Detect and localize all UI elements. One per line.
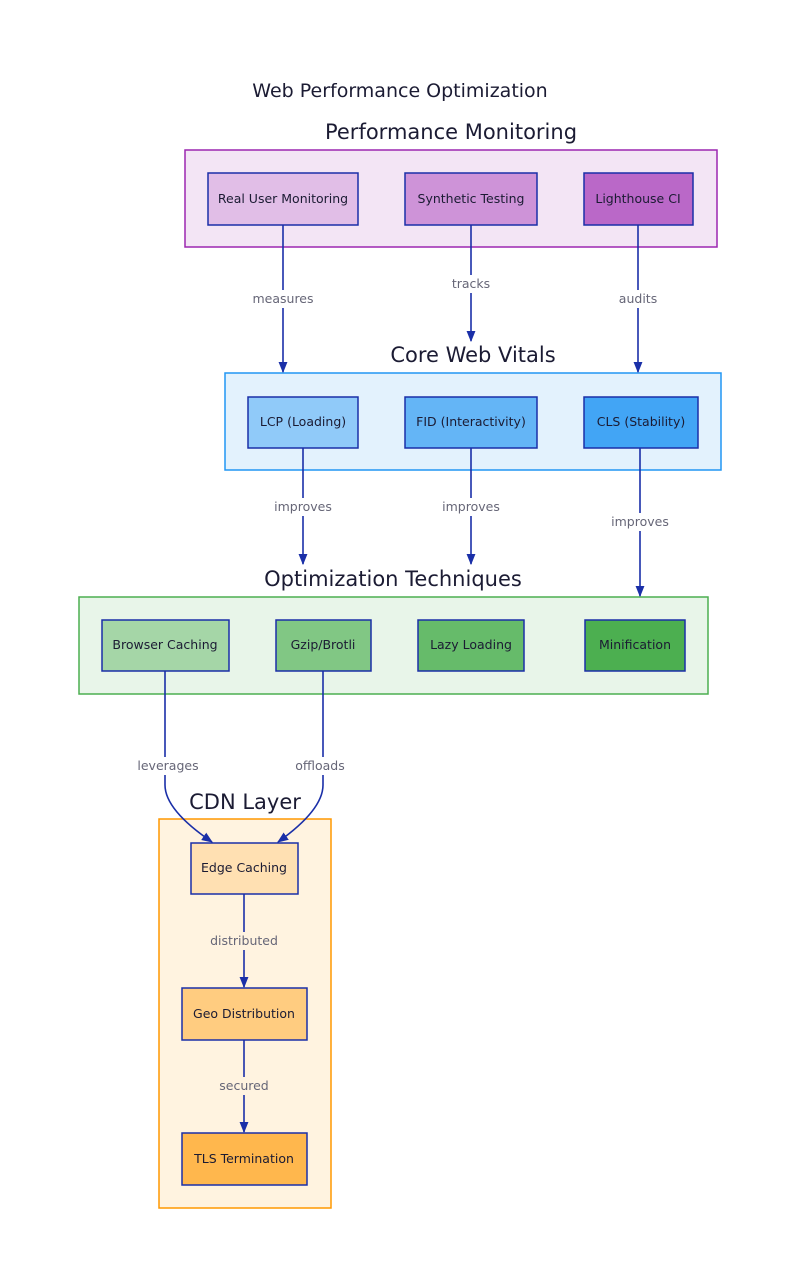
group-title-techniques: Optimization Techniques [264, 567, 522, 591]
group-title-cdn: CDN Layer [189, 790, 301, 814]
diagram-title: Web Performance Optimization [252, 80, 547, 102]
node-real-user-monitoring[interactable]: Real User Monitoring [207, 172, 359, 226]
node-browser-caching[interactable]: Browser Caching [101, 619, 230, 672]
node-label: Lazy Loading [430, 637, 512, 652]
edge-label-improves-cls: improves [609, 513, 671, 531]
edge-label-improves-fid-text: improves [442, 499, 500, 514]
node-label: Real User Monitoring [218, 191, 348, 206]
group-title-monitoring: Performance Monitoring [325, 120, 577, 144]
node-edge-caching[interactable]: Edge Caching [190, 842, 299, 895]
edge-label-offloads-text: offloads [295, 758, 345, 773]
edge-label-audits: audits [615, 290, 661, 308]
node-lcp[interactable]: LCP (Loading) [247, 396, 359, 449]
node-label: Minification [599, 637, 671, 652]
node-label: Lighthouse CI [595, 191, 680, 206]
edge-label-leverages: leverages [134, 757, 199, 775]
edge-label-distributed: distributed [204, 932, 284, 950]
node-label: TLS Termination [193, 1151, 294, 1166]
edge-label-improves-cls-text: improves [611, 514, 669, 529]
node-label: CLS (Stability) [597, 414, 686, 429]
edge-label-improves-lcp-text: improves [274, 499, 332, 514]
node-geo-distribution[interactable]: Geo Distribution [181, 987, 308, 1041]
node-cls[interactable]: CLS (Stability) [583, 396, 699, 449]
edge-leverages [164, 671, 213, 843]
node-lighthouse-ci[interactable]: Lighthouse CI [583, 172, 694, 226]
node-synthetic-testing[interactable]: Synthetic Testing [404, 172, 538, 226]
node-lazy-loading[interactable]: Lazy Loading [417, 619, 525, 672]
node-label: Edge Caching [201, 860, 287, 875]
edge-label-improves-lcp: improves [272, 498, 334, 516]
edge-label-distributed-text: distributed [210, 933, 278, 948]
node-tls-termination[interactable]: TLS Termination [181, 1132, 308, 1186]
node-label: Geo Distribution [193, 1006, 295, 1021]
node-minification[interactable]: Minification [584, 619, 686, 672]
edge-label-offloads: offloads [292, 757, 350, 775]
edge-label-tracks-text: tracks [452, 276, 490, 291]
node-label: FID (Interactivity) [416, 414, 526, 429]
edge-label-secured-text: secured [219, 1078, 269, 1093]
node-label: Synthetic Testing [418, 191, 525, 206]
node-label: Browser Caching [112, 637, 217, 652]
edge-offloads [277, 671, 324, 843]
node-label: LCP (Loading) [260, 414, 346, 429]
edge-label-leverages-text: leverages [137, 758, 198, 773]
edge-label-measures-text: measures [252, 291, 313, 306]
node-fid[interactable]: FID (Interactivity) [404, 396, 538, 449]
node-gzip-brotli[interactable]: Gzip/Brotli [275, 619, 372, 672]
node-label: Gzip/Brotli [291, 637, 356, 652]
edge-label-tracks: tracks [448, 275, 494, 293]
edge-label-secured: secured [214, 1077, 274, 1095]
edge-label-improves-fid: improves [440, 498, 502, 516]
edge-label-audits-text: audits [619, 291, 657, 306]
group-title-vitals: Core Web Vitals [390, 343, 555, 367]
edge-label-measures: measures [250, 290, 316, 308]
